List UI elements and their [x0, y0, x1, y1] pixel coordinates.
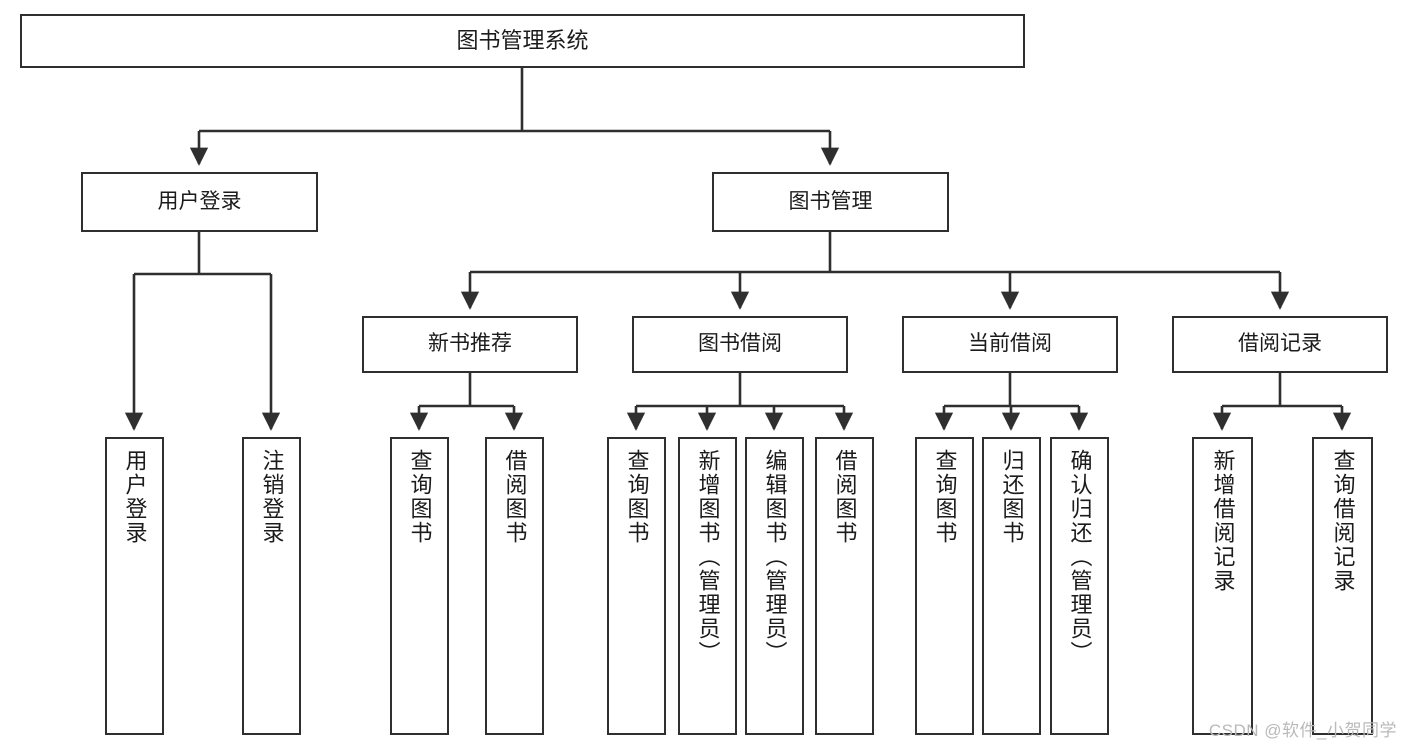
node-root-label: 图书管理系统	[456, 28, 589, 54]
node-user-login[interactable]: 用户登录	[81, 172, 318, 232]
csdn-watermark: CSDN @软件_小贺同学	[1208, 721, 1397, 740]
node-leaf-confirm-return-label: 确认归还（管理员）	[1067, 449, 1093, 665]
node-book-manage[interactable]: 图书管理	[712, 172, 949, 232]
node-leaf-borrow-book-1-label: 借阅图书	[502, 449, 528, 545]
node-new-book-rec[interactable]: 新书推荐	[362, 316, 578, 373]
node-current-borrow-label: 当前借阅	[968, 332, 1052, 356]
node-leaf-return-book[interactable]: 归还图书	[982, 437, 1041, 735]
node-leaf-query-book-2-label: 查询图书	[624, 449, 650, 545]
node-leaf-add-record[interactable]: 新增借阅记录	[1192, 437, 1253, 735]
node-user-login-label: 用户登录	[157, 189, 242, 213]
node-root[interactable]: 图书管理系统	[20, 14, 1025, 68]
node-leaf-query-book-3-label: 查询图书	[932, 449, 958, 545]
node-leaf-borrow-book-2-label: 借阅图书	[832, 449, 858, 545]
node-leaf-query-record-label: 查询借阅记录	[1330, 449, 1356, 593]
node-leaf-query-book-1-label: 查询图书	[407, 449, 433, 545]
node-new-book-rec-label: 新书推荐	[428, 332, 512, 356]
node-leaf-edit-book[interactable]: 编辑图书（管理员）	[745, 437, 804, 735]
node-borrow-record[interactable]: 借阅记录	[1172, 316, 1388, 373]
node-book-borrow[interactable]: 图书借阅	[632, 316, 848, 373]
node-leaf-query-book-1[interactable]: 查询图书	[390, 437, 449, 735]
node-leaf-query-book-3[interactable]: 查询图书	[915, 437, 974, 735]
node-leaf-confirm-return[interactable]: 确认归还（管理员）	[1050, 437, 1109, 735]
node-book-manage-label: 图书管理	[788, 189, 873, 213]
node-leaf-query-record[interactable]: 查询借阅记录	[1312, 437, 1373, 735]
node-leaf-logout-label: 注销登录	[259, 449, 285, 545]
node-leaf-user-login[interactable]: 用户登录	[105, 437, 164, 735]
node-leaf-edit-book-label: 编辑图书（管理员）	[762, 449, 788, 665]
node-leaf-logout[interactable]: 注销登录	[242, 437, 301, 735]
node-leaf-borrow-book-1[interactable]: 借阅图书	[485, 437, 544, 735]
node-leaf-user-login-label: 用户登录	[122, 449, 148, 545]
node-leaf-return-book-label: 归还图书	[999, 449, 1025, 545]
node-leaf-borrow-book-2[interactable]: 借阅图书	[815, 437, 874, 735]
node-book-borrow-label: 图书借阅	[698, 332, 782, 356]
node-borrow-record-label: 借阅记录	[1238, 332, 1322, 356]
node-leaf-add-book-label: 新增图书（管理员）	[695, 449, 721, 665]
node-current-borrow[interactable]: 当前借阅	[902, 316, 1118, 373]
node-leaf-add-book[interactable]: 新增图书（管理员）	[678, 437, 737, 735]
node-leaf-add-record-label: 新增借阅记录	[1210, 449, 1236, 593]
node-leaf-query-book-2[interactable]: 查询图书	[607, 437, 666, 735]
